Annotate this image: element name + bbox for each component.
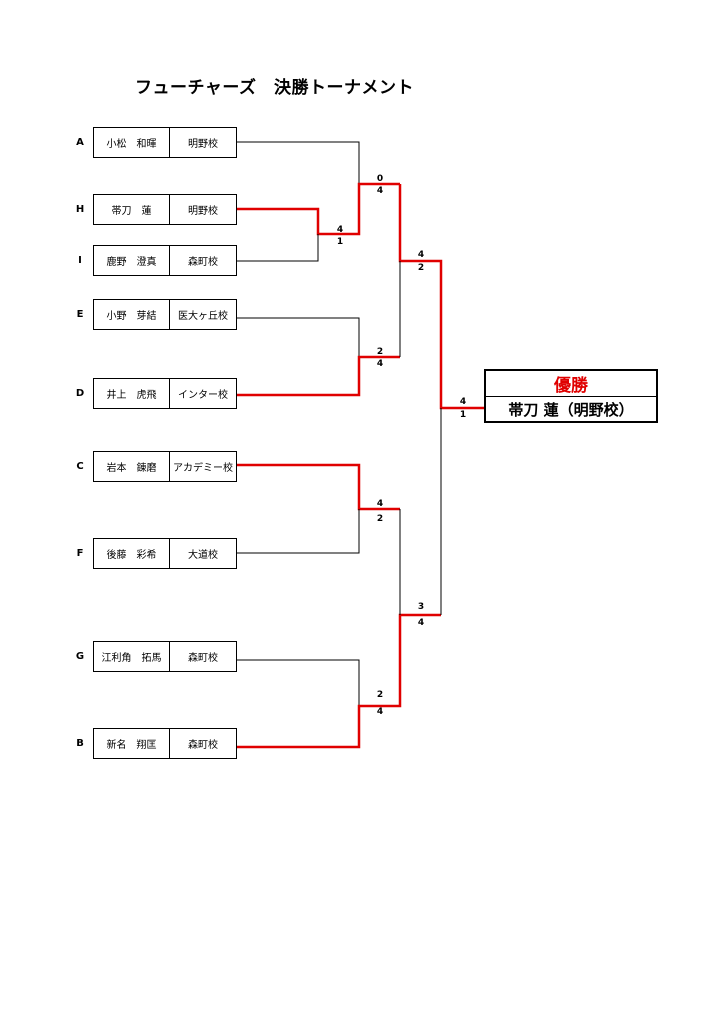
player-entry: 岩本 錬磨 アカデミー校 [93,451,237,482]
champion-label: 優勝 [486,371,656,397]
winner-path-line [237,355,400,397]
player-entry: 帯刀 蓮 明野校 [93,194,237,225]
seed-label: I [78,255,82,266]
match-score-top: 4 [336,225,344,235]
seed-label: D [75,388,85,399]
player-school: 森町校 [188,653,218,664]
player-entry: 鹿野 澄真 森町校 [93,245,237,276]
match-score-bottom: 4 [417,618,425,628]
player-school: 大道校 [188,550,218,561]
seed-label: G [75,651,85,662]
match-score-bottom: 2 [417,263,425,273]
match-score-top: 2 [376,347,384,357]
bracket-line [237,141,360,184]
player-entry: 小野 芽結 医大ヶ丘校 [93,299,237,330]
player-school: 明野校 [188,139,218,150]
match-score-top: 4 [417,250,425,260]
match-score-bottom: 4 [376,707,384,717]
player-entry: 後藤 彩希 大道校 [93,538,237,569]
player-school: アカデミー校 [173,463,233,474]
player-entry: 小松 和暉 明野校 [93,127,237,158]
player-school: 医大ヶ丘校 [178,311,228,322]
match-score-top: 4 [376,499,384,509]
seed-label: C [76,461,84,472]
player-name: 小松 和暉 [94,128,170,157]
match-score-bottom: 1 [459,410,467,420]
champion-box: 優勝 帯刀 蓮（明野校） [484,369,658,423]
player-entry: 井上 虎飛 インター校 [93,378,237,409]
player-school: 森町校 [188,257,218,268]
player-school: 明野校 [188,206,218,217]
player-entry: 江利角 拓馬 森町校 [93,641,237,672]
match-score-bottom: 2 [376,514,384,524]
winner-path-line [237,182,400,236]
match-score-bottom: 4 [376,186,384,196]
champion-name: 帯刀 蓮（明野校） [508,401,634,419]
player-entry: 新名 翔匡 森町校 [93,728,237,759]
match-score-top: 4 [459,397,467,407]
bracket-line [237,509,360,554]
player-name: 岩本 錬磨 [94,452,170,481]
player-name: 井上 虎飛 [94,379,170,408]
player-name: 鹿野 澄真 [94,246,170,275]
bracket-line [237,317,360,357]
player-school: 森町校 [188,740,218,751]
seed-label: E [76,309,84,320]
match-score-top: 0 [376,174,384,184]
match-score-bottom: 1 [336,237,344,247]
page-title: フューチャーズ 決勝トーナメント [135,78,414,98]
match-score-top: 3 [417,602,425,612]
player-name: 帯刀 蓮 [94,195,170,224]
winner-path-line [237,613,441,749]
player-school: インター校 [178,390,228,401]
seed-label: B [76,738,84,749]
match-score-bottom: 4 [376,359,384,369]
winner-path-line [398,184,484,410]
seed-label: A [76,137,84,148]
seed-label: F [76,548,84,559]
bracket-line [237,234,319,262]
player-name: 新名 翔匡 [94,729,170,758]
seed-label: H [75,204,85,215]
match-score-top: 2 [376,690,384,700]
player-name: 江利角 拓馬 [94,642,170,671]
winner-path-line [237,463,400,511]
player-name: 後藤 彩希 [94,539,170,568]
bracket-line [237,659,360,706]
player-name: 小野 芽結 [94,300,170,329]
